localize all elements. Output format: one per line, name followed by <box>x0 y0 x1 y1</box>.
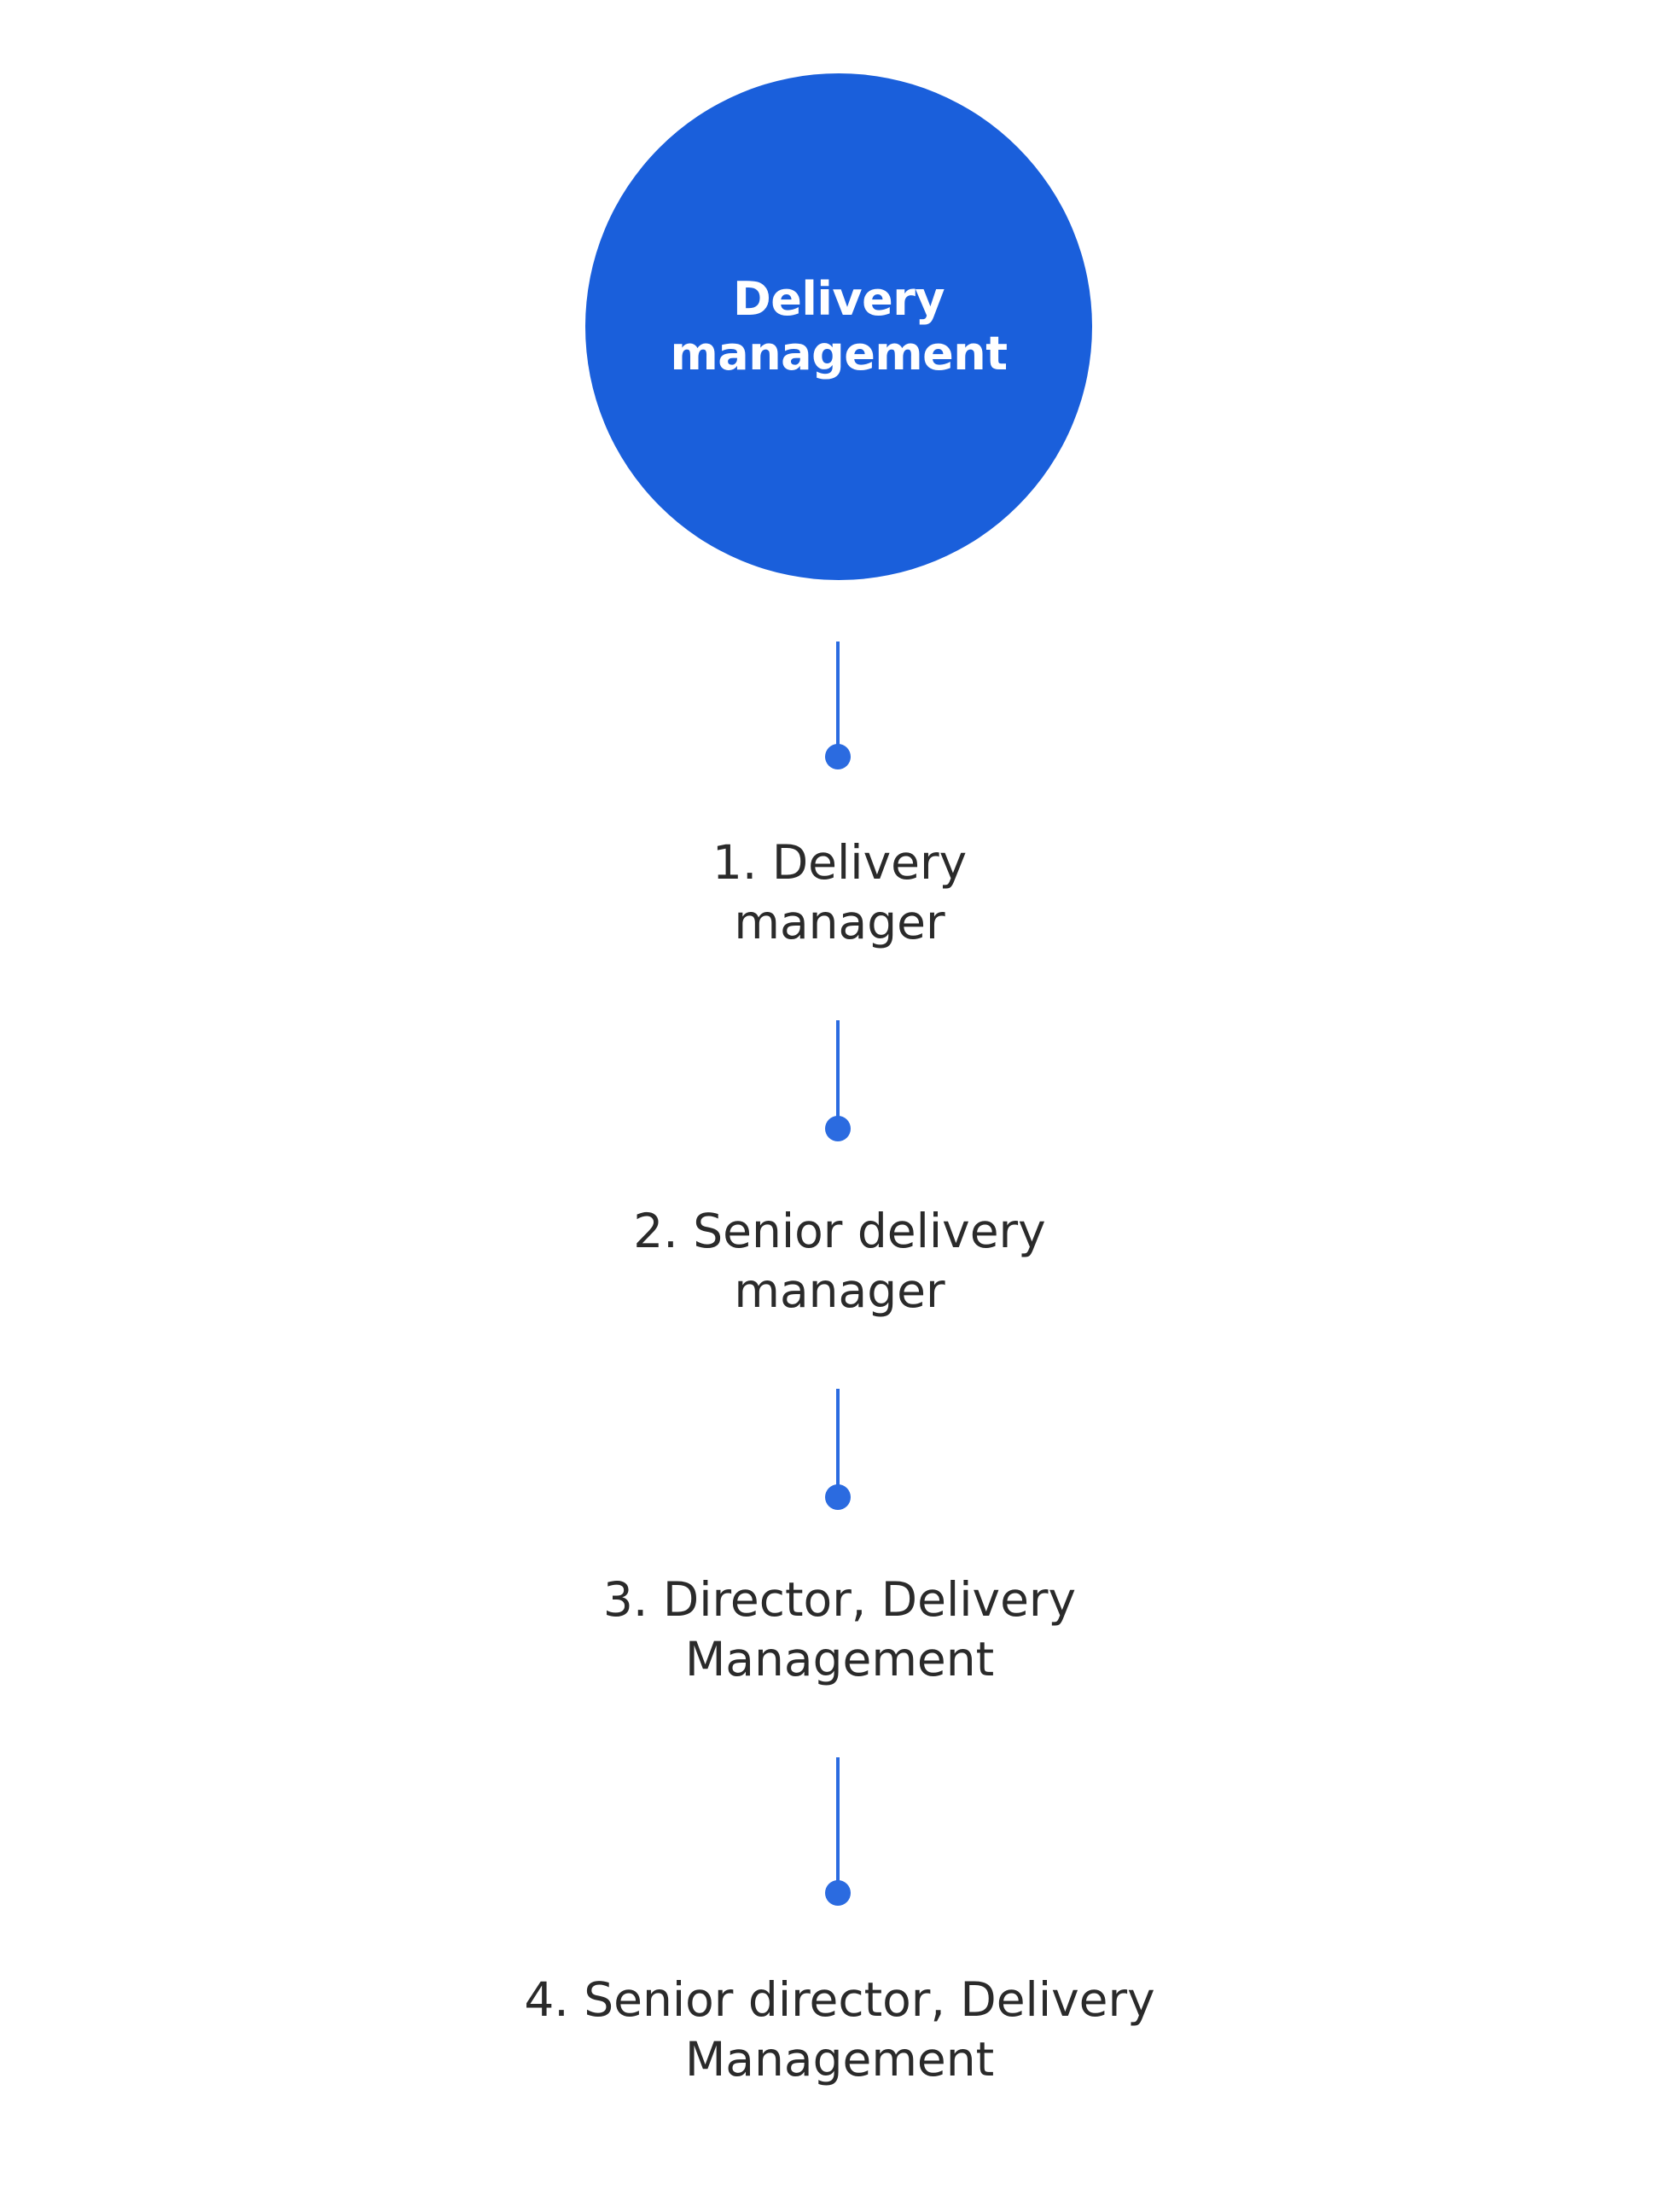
step-3-label: 3. Director, Delivery Management <box>602 1572 1077 1687</box>
connector-line <box>836 1020 840 1124</box>
connector-dot <box>825 744 851 769</box>
connector-2 <box>821 1020 855 1148</box>
connector-3 <box>821 1389 855 1517</box>
connector-4 <box>821 1757 855 1911</box>
connector-dot <box>825 1880 851 1906</box>
connector-line <box>836 1757 840 1889</box>
connector-dot <box>825 1484 851 1510</box>
hub-title: Delivery management <box>670 272 1008 380</box>
connector-1 <box>821 642 855 769</box>
connector-dot <box>825 1116 851 1141</box>
step-4-label: 4. Senior director, Delivery Management <box>524 1972 1155 2087</box>
connector-line <box>836 642 840 752</box>
connector-line <box>836 1389 840 1493</box>
step-1-label: 1. Delivery manager <box>712 835 968 949</box>
hub-circle: Delivery management <box>585 73 1092 580</box>
step-2-label: 2. Senior delivery manager <box>633 1204 1046 1318</box>
